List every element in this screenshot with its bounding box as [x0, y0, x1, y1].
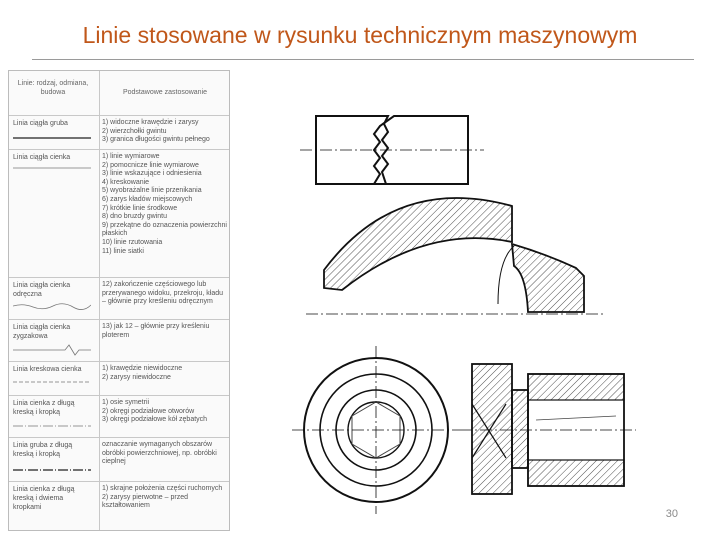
- table-row: Linia ciągła cienka odręczna 12) zakończ…: [9, 277, 229, 319]
- zigzag-line-sample: [13, 344, 91, 356]
- table-row: Linia ciągła cienka zygzakowa 13) jak 12…: [9, 319, 229, 361]
- row-line-name: Linia ciągła cienka odręczna: [13, 282, 71, 298]
- table-row: Linia ciągła cienka 1) linie wymiarowe 2…: [9, 149, 229, 277]
- row-line-uses: 1) osie symetrii 2) okręgi podziałowe ot…: [102, 399, 208, 424]
- table-row: Linia kreskowa cienka 1) krawędzie niewi…: [9, 361, 229, 395]
- table-row: Linia cienka z długą kreską i kropką 1) …: [9, 395, 229, 437]
- row-line-name: Linia cienka z długą kreską i kropką: [13, 400, 75, 416]
- header-col-type: Linie: rodzaj, odmiana, budowa: [17, 80, 89, 96]
- row-line-name: Linia ciągła cienka zygzakowa: [13, 324, 71, 340]
- table-row: Linia gruba z długą kreską i kropką ozna…: [9, 437, 229, 481]
- row-line-uses: 13) jak 12 – głównie przy kreśleniu plot…: [102, 323, 210, 339]
- table-row: Linia ciągła gruba 1) widoczne krawędzie…: [9, 115, 229, 149]
- thick-solid-line-sample: [13, 137, 91, 139]
- page-number: 30: [665, 508, 678, 520]
- freehand-line-sample: [13, 303, 91, 310]
- row-line-uses: 1) linie wymiarowe 2) pomocnicze linie w…: [102, 153, 227, 255]
- plug-section-drawing: [460, 363, 636, 495]
- slide-title: Linie stosowane w rysunku technicznym ma…: [82, 22, 638, 48]
- column-divider: [99, 71, 100, 530]
- shaft-with-break-drawing: [300, 115, 484, 185]
- row-line-name: Linia cienka z długą kreską i dwiema kro…: [13, 486, 75, 511]
- line-types-table: Linie: rodzaj, odmiana, budowa Podstawow…: [8, 70, 230, 531]
- row-line-name: Linia ciągła gruba: [13, 120, 68, 127]
- row-line-name: Linia kreskowa cienka: [13, 366, 82, 373]
- row-line-uses: 1) skrajne położenia części ruchomych 2)…: [102, 485, 223, 510]
- arched-section-drawing: [306, 197, 606, 315]
- row-line-uses: oznaczanie wymaganych obszarów obróbki p…: [102, 441, 217, 466]
- title-divider: [32, 59, 694, 60]
- dashed-line-sample: [13, 381, 91, 383]
- header-col-use: Podstawowe zastosowanie: [122, 89, 208, 96]
- table-row: Linia cienka z długą kreską i dwiema kro…: [9, 481, 229, 530]
- thin-dash-dot-line-sample: [13, 425, 91, 427]
- thick-dash-dot-line-sample: [13, 469, 91, 471]
- row-line-name: Linia ciągła cienka: [13, 154, 71, 161]
- circular-nut-drawing: [292, 346, 460, 514]
- row-line-uses: 12) zakończenie częściowego lub przerywa…: [102, 281, 224, 306]
- row-line-name: Linia gruba z długą kreską i kropką: [13, 442, 73, 458]
- thin-solid-line-sample: [13, 167, 91, 169]
- technical-drawing-examples: [292, 115, 636, 514]
- table-header: Linie: rodzaj, odmiana, budowa Podstawow…: [9, 71, 229, 115]
- row-line-uses: 1) widoczne krawędzie i zarysy 2) wierzc…: [102, 119, 210, 144]
- row-line-uses: 1) krawędzie niewidoczne 2) zarysy niewi…: [102, 365, 183, 381]
